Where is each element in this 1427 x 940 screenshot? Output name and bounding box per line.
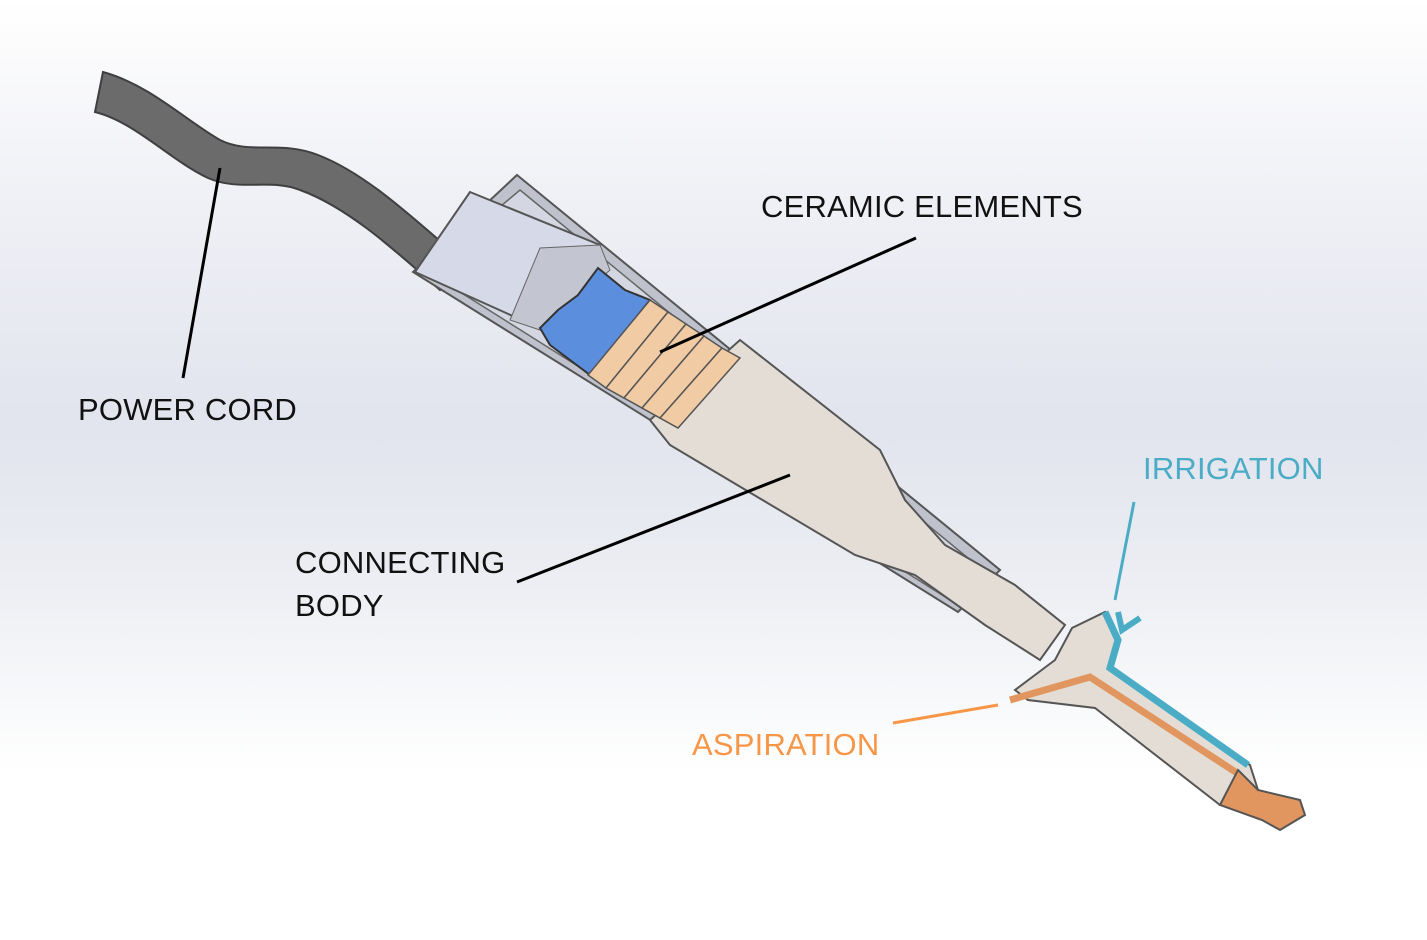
connecting-body-leader — [516, 473, 791, 584]
ceramic-plates — [586, 299, 742, 429]
irrigation-channel — [1101, 610, 1251, 768]
connecting-body — [648, 338, 1067, 662]
ceramic-elements-leader — [659, 236, 917, 354]
aspiration-leader — [892, 703, 999, 725]
ceramic-blue-block — [538, 266, 652, 377]
aspiration-channel — [1009, 673, 1307, 832]
aspiration-tip — [1218, 768, 1307, 832]
connecting-body-label-line1: CONNECTING — [295, 545, 506, 580]
power-cord — [93, 70, 470, 292]
power-cord-label: POWER CORD — [78, 392, 297, 427]
power-cord-leader — [181, 167, 222, 379]
aspiration-label: ASPIRATION — [692, 727, 880, 762]
connecting-body-label-line2: BODY — [295, 588, 384, 623]
ceramic-elements-label: CERAMIC ELEMENTS — [761, 189, 1083, 224]
irrigation-leader — [1113, 501, 1136, 601]
irrigation-label: IRRIGATION — [1143, 451, 1324, 486]
